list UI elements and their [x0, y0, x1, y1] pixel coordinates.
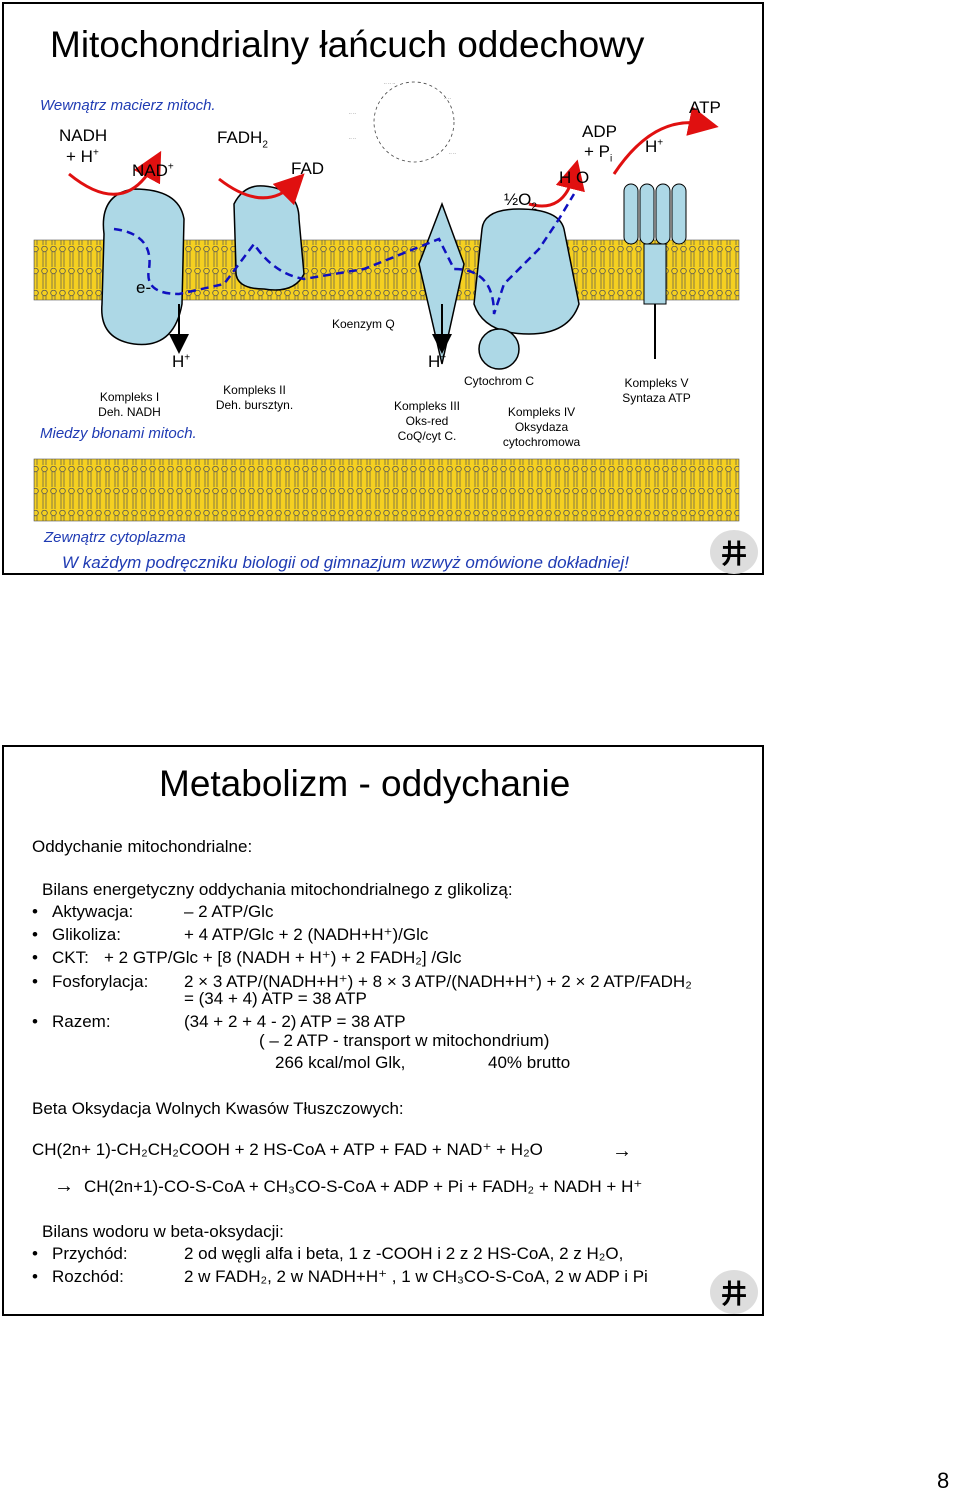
svg-text:.. .. ..: .. .. ..: [384, 80, 395, 86]
row-value-total-3: 266 kcal/mol Glk,: [275, 1053, 406, 1072]
respiration-heading: Oddychanie mitochondrialne:: [32, 837, 253, 856]
complex-3-sub: Oks-red: [405, 414, 449, 428]
plus-h-label: + H+: [66, 147, 99, 166]
outer-membrane: [33, 458, 740, 522]
complex-2-name: Kompleks II: [223, 383, 286, 397]
cytochrome-c-label: Cytochrom C: [464, 374, 535, 388]
complex-1-shape: [101, 188, 185, 346]
complex-4-shape: [473, 208, 580, 335]
nadh-arrow: [68, 150, 162, 196]
complex-3-sub2: CoQ/cyt C.: [397, 429, 457, 443]
row-value-total-4: 40% brutto: [488, 1053, 571, 1072]
complex-5-sub: Syntaza ATP: [622, 391, 691, 405]
adp-label: ADP: [582, 122, 617, 141]
inside-label: Wewnątrz macierz mitoch.: [40, 97, 216, 114]
row-value-phosphorylation-2: = (34 + 4) ATP = 38 ATP: [184, 989, 367, 1008]
outside-label: Zewnątrz cytoplazma: [44, 529, 186, 546]
complex-3-label: Kompleks III Oks-red CoQ/cyt C.: [387, 399, 467, 444]
row-value-glycolysis: + 4 ATP/Glc + 2 (NADH+H⁺)/Glc: [184, 925, 429, 944]
h-plus-atp-label: H+: [645, 137, 664, 156]
complex-1-sub: Deh. NADH: [98, 405, 161, 419]
complex-1-name: Kompleks I: [99, 390, 160, 404]
logo-icon-2: 井: [710, 1270, 758, 1314]
expense-value: 2 w FADH₂, 2 w NADH+H⁺ , 1 w CH₃CO-S-CoA…: [184, 1267, 648, 1286]
complex-4-sub: Oksydaza: [514, 420, 569, 434]
row-value-ckt: + 2 GTP/Glc + [8 (NADH + H⁺) + 2 FADH₂] …: [104, 948, 462, 967]
income-label: Przychód:: [32, 1244, 127, 1264]
plus-h-text: + H: [66, 147, 93, 166]
h-plus-label-2: H+: [428, 352, 447, 371]
row-value-phosphorylation: 2 × 3 ATP/(NADH+H⁺) + 8 × 3 ATP/(NADH+H⁺…: [184, 972, 692, 991]
row-label-total: Razem:: [32, 1012, 110, 1032]
svg-text:.. ..: .. ..: [449, 150, 456, 156]
complex-5-shape: [623, 183, 687, 359]
electron-path: [113, 193, 576, 315]
h2o-label: H O: [559, 168, 590, 187]
hydrogen-balance-heading: Bilans wodoru w beta-oksydacji:: [42, 1222, 284, 1241]
page-number: 8: [937, 1468, 950, 1493]
textbook-note: W każdym podręczniku biologii od gimnazj…: [62, 553, 629, 572]
respiratory-chain-diagram: .. .. .. .. .. .. .. .. .. .. ..: [33, 80, 740, 522]
coenzyme-q-label: Koenzym Q: [332, 317, 395, 331]
beta-oxidation-heading: Beta Oksydacja Wolnych Kwasów Tłuszczowy…: [32, 1099, 404, 1118]
beta-equation-2: CH(2n+1)-CO-S-CoA + CH₃CO-S-CoA + ADP + …: [84, 1177, 643, 1196]
row-value-activation: – 2 ATP/Glc: [184, 902, 274, 921]
row-value-total-2: ( – 2 ATP - transport w mitochondrium): [259, 1031, 550, 1050]
logo-icon: 井: [710, 530, 758, 574]
nadh-text: NADH: [59, 126, 108, 145]
complex-1-label: Kompleks I Deh. NADH: [92, 390, 167, 420]
h-plus-label-1: H+: [172, 352, 191, 371]
slide-respiratory-chain: Mitochondrialny łańcuch oddechowy: [2, 2, 764, 575]
row-value-total: (34 + 2 + 4 - 2) ATP = 38 ATP: [184, 1012, 406, 1031]
pi-label: + Pi: [584, 142, 613, 165]
income-value: 2 od węgli alfa i beta, 1 z -COOH i 2 z …: [184, 1244, 624, 1263]
slide1-title: Mitochondrialny łańcuch oddechowy: [50, 24, 645, 65]
slide-metabolism: Metabolizm - oddychanie Oddychanie mitoc…: [2, 745, 764, 1316]
energy-balance-intro: Bilans energetyczny oddychania mitochond…: [42, 880, 513, 899]
nad-label: NAD+: [132, 161, 174, 180]
complex-2-shape: [233, 185, 305, 291]
h-plus-2-text: H: [428, 352, 441, 371]
atp-label: ATP: [689, 98, 721, 117]
svg-text:.. ..: .. ..: [444, 95, 451, 101]
arrow-right-icon-2: →: [54, 1175, 74, 1197]
beta-equation-1: CH(2n+ 1)-CH₂CH₂COOH + 2 HS-CoA + ATP + …: [32, 1140, 543, 1159]
row-label-activation: Aktywacja:: [32, 902, 133, 922]
fadh2-label: FADH2: [217, 128, 268, 151]
arrow-right-icon: →: [612, 1140, 632, 1162]
half-o2-text: ½O: [504, 190, 532, 209]
row-label-ckt: CKT:: [32, 948, 89, 968]
complex-4-name: Kompleks IV: [507, 405, 576, 419]
h-plus-atp-text: H: [645, 137, 658, 156]
slide2-title: Metabolizm - oddychanie: [159, 763, 571, 804]
nad-text: NAD: [132, 161, 168, 180]
pi-text: + P: [584, 142, 610, 161]
complex-3-name: Kompleks III: [393, 399, 461, 413]
complex-5-name: Kompleks V: [624, 376, 689, 390]
o2-arrow: [528, 159, 585, 208]
h-plus-1-text: H: [172, 352, 185, 371]
complex-2-sub: Deh. bursztyn.: [215, 398, 294, 412]
row-label-glycolysis: Glikoliza:: [32, 925, 121, 945]
complex-2-label: Kompleks II Deh. bursztyn.: [207, 383, 302, 413]
fad-label: FAD: [291, 159, 325, 178]
nadh-label: NADH: [59, 126, 107, 146]
complex-4-label: Kompleks IV Oksydaza cytochromowa: [494, 405, 589, 450]
krebs-cycle-graphic: .. .. .. .. .. .. .. .. .. .. ..: [349, 80, 456, 163]
atp-arrow: [612, 106, 719, 175]
fadh2-arrow: [218, 173, 305, 206]
svg-text:.. ..: .. ..: [349, 110, 356, 116]
complex-4-sub2: cytochromowa: [502, 435, 581, 449]
intermembrane-label: Miedzy błonami mitoch.: [40, 425, 197, 442]
fadh2-text: FADH: [217, 128, 263, 147]
svg-text:.. ..: .. ..: [349, 135, 356, 141]
row-label-phosphorylation: Fosforylacja:: [32, 972, 148, 992]
complex-5-label: Kompleks V Syntaza ATP: [614, 376, 699, 406]
half-o2-label: ½O2: [504, 190, 537, 213]
cytochrome-c-shape: [478, 328, 520, 370]
electron-label: e-: [136, 278, 152, 297]
expense-label: Rozchód:: [32, 1267, 124, 1287]
